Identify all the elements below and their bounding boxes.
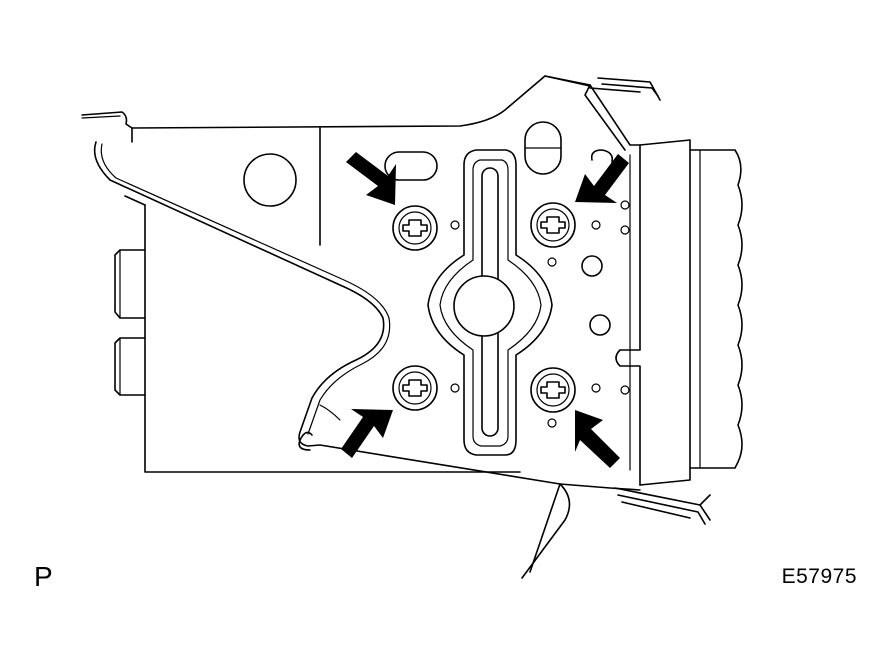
bracket-plate <box>93 75 641 579</box>
side-tab-upper <box>114 249 146 319</box>
bolt-upper-right <box>530 202 576 248</box>
bolt-lower-left <box>392 365 438 411</box>
arrow-lower-left <box>341 409 393 458</box>
top-flange <box>81 75 591 246</box>
slot-vertical-upper <box>524 121 562 175</box>
figure-code: E57975 <box>781 565 857 588</box>
center-boss <box>427 149 553 456</box>
wire-clip-top <box>589 77 661 101</box>
housing-body <box>124 139 743 486</box>
bolt-upper-left <box>392 205 438 251</box>
arrow-upper-left <box>346 152 396 205</box>
bolt-lower-right <box>530 367 576 413</box>
view-letter: P <box>34 561 53 592</box>
round-hole <box>243 153 297 207</box>
arrow-upper-right <box>575 154 629 203</box>
small-holes <box>450 200 630 428</box>
slot-small-right <box>590 149 614 163</box>
side-tab-lower <box>114 337 146 396</box>
wire-clip-bottom <box>614 487 711 525</box>
slot-horizontal <box>384 151 438 181</box>
arrow-lower-right <box>575 410 620 468</box>
